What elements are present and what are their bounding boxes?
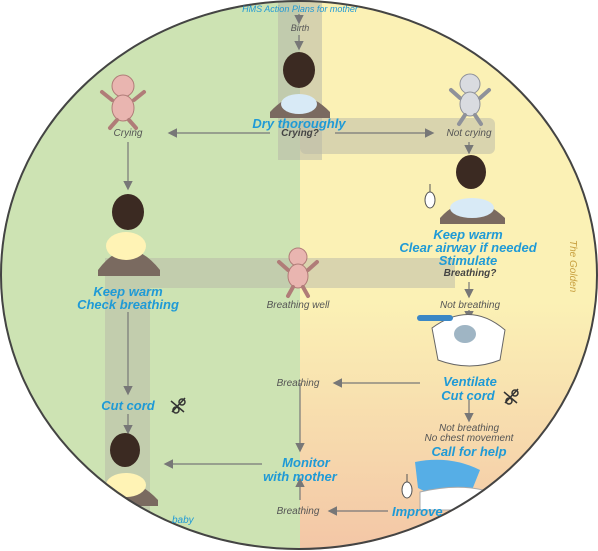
breathing-bottom-label: Breathing: [276, 506, 320, 517]
not-breathing-label: Not breathing: [439, 300, 501, 311]
suction-bulb-icon: [401, 474, 413, 499]
not-crying-label: Not crying: [446, 128, 492, 139]
cut-cord-left-label: Cut cord: [101, 398, 155, 413]
breathing-well-label: Breathing well: [266, 300, 330, 311]
breathing-question: Breathing?: [443, 268, 497, 279]
keep-warm-top-label: Keep warm: [433, 227, 503, 242]
breathing-mid-label: Breathing: [276, 378, 320, 389]
crying-label: Crying: [113, 128, 143, 139]
mother-baby-icon: [440, 155, 505, 224]
no-chest-movement-label: No chest movement: [424, 433, 514, 444]
baby-label: baby: [172, 515, 194, 526]
ventilate-label: Ventilate: [443, 374, 497, 389]
header-partial: HMS Action Plans for mother: [242, 4, 358, 14]
baby-not-crying-icon: [449, 73, 491, 126]
not-breathing-2-label: Not breathing: [438, 423, 500, 434]
stimulate-label: Stimulate: [438, 253, 498, 268]
suction-bulb-icon: [424, 184, 436, 209]
mother-baby-icon: [270, 52, 330, 118]
mother-baby-icon: [98, 194, 160, 276]
with-mother-label: with mother: [263, 469, 337, 484]
improve-label: Improve: [392, 504, 443, 519]
birth-label: Birth: [290, 23, 310, 33]
call-for-help-label: Call for help: [431, 444, 507, 459]
monitor-label: Monitor: [282, 455, 330, 470]
scissors-icon: [170, 397, 186, 414]
keep-warm-left-label: Keep warm: [93, 284, 163, 299]
crying-question: Crying?: [281, 128, 319, 139]
baby-breathing-icon: [277, 247, 319, 298]
side-title-partial: The Golden: [567, 240, 578, 293]
check-breathing-label: Check breathing: [77, 297, 179, 312]
baby-crying-icon: [100, 74, 146, 130]
scissors-icon: [503, 388, 519, 405]
bag-mask-icon: [417, 314, 506, 367]
cut-cord-right-label: Cut cord: [441, 388, 495, 403]
dry-thoroughly-label: Dry thoroughly: [252, 116, 346, 131]
clear-airway-label: Clear airway if needed: [399, 240, 537, 255]
